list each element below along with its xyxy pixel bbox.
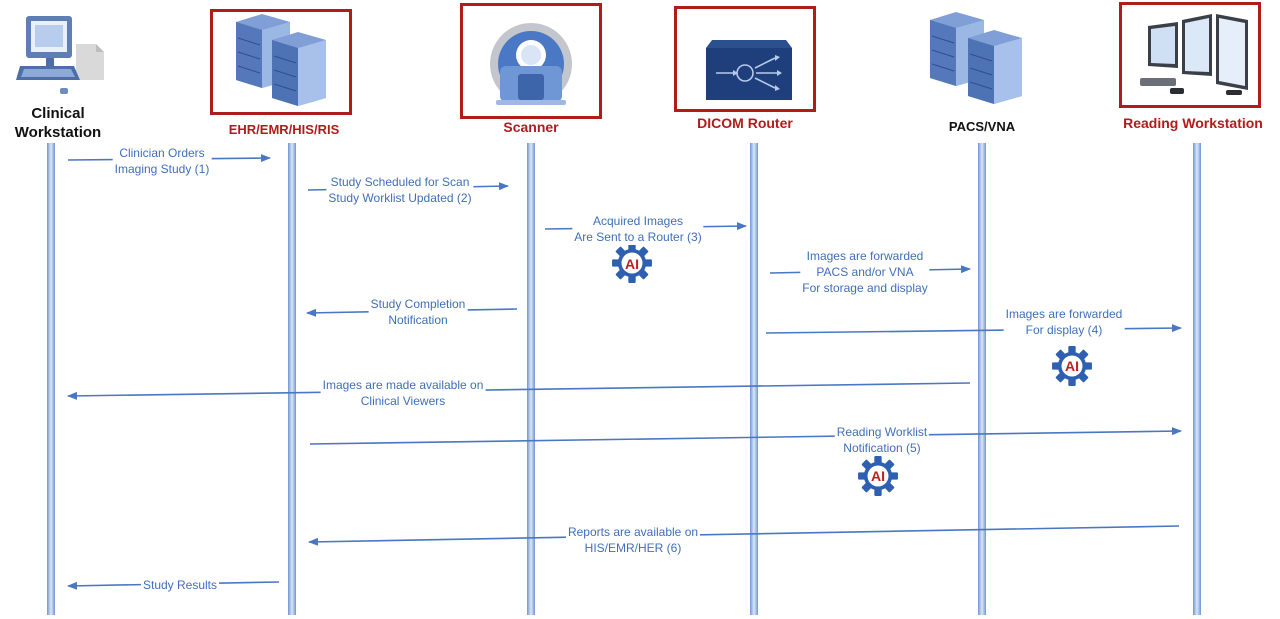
ai-badge: AI [1051, 345, 1093, 387]
lifeline-pacs [978, 143, 986, 615]
message-label-m5: Study Completion Notification [368, 296, 468, 328]
ai-badge: AI [611, 242, 653, 284]
message-label-m2: Study Scheduled for Scan Study Worklist … [326, 174, 474, 206]
ai-badge-label: AI [625, 256, 639, 272]
lifeline-router [750, 143, 758, 615]
participant-label-scanner: Scanner [503, 119, 559, 135]
message-line: Imaging Study (1) [114, 162, 210, 176]
participant-label-ehr: EHR/EMR/HIS/RIS [228, 122, 340, 137]
arrow-m7 [67, 382, 971, 400]
ai-badge-label: AI [871, 468, 885, 484]
message-label-m8: Reading Worklist Notification (5) [834, 424, 930, 456]
arrow-m9 [308, 525, 1180, 546]
message-line: Study Results [142, 578, 218, 592]
message-line: Notification [388, 313, 448, 327]
highlight-box-reading [1119, 2, 1261, 108]
scanner-icon [490, 23, 572, 105]
lifeline-ehr [288, 143, 296, 615]
message-line: Notification (5) [843, 441, 921, 455]
participant-label-line: Workstation [14, 124, 102, 141]
message-label-m6: Images are forwarded For display (4) [1003, 306, 1125, 338]
highlight-box-scanner [460, 3, 602, 119]
message-label-m10: Study Results [140, 577, 220, 593]
message-line: For display (4) [1025, 323, 1103, 337]
multi-monitor-icon [1140, 14, 1248, 95]
message-label-m7: Images are made available on Clinical Vi… [320, 377, 486, 409]
message-line: Reading Worklist [836, 425, 928, 439]
message-line: Reports are available on [567, 525, 699, 539]
message-line: Images are forwarded [806, 249, 924, 263]
highlight-box-ehr [210, 9, 352, 115]
lifeline-reading [1193, 143, 1201, 615]
message-line: HIS/EMR/HER (6) [584, 541, 682, 555]
message-label-m9: Reports are available on HIS/EMR/HER (6) [565, 524, 701, 556]
message-line: Study Scheduled for Scan [330, 175, 470, 189]
ai-badge-label: AI [1065, 358, 1079, 374]
message-label-m1: Clinician Orders Imaging Study (1) [112, 145, 212, 177]
computer-workstation-icon [16, 16, 104, 94]
message-line: Study Completion [370, 297, 466, 311]
message-label-m3: Acquired Images Are Sent to a Router (3) [572, 213, 704, 245]
message-line: Study Worklist Updated (2) [328, 191, 472, 205]
participant-label-clinical: Clinical Workstation [0, 104, 116, 142]
lifeline-clinical [47, 143, 55, 615]
arrow-m8 [309, 427, 1182, 445]
lifelines [47, 143, 1201, 615]
message-line: Clinical Viewers [360, 394, 446, 408]
message-line: Images are made available on [322, 378, 484, 392]
message-line: Are Sent to a Router (3) [574, 230, 702, 244]
lifeline-scanner [527, 143, 535, 615]
highlight-box-router [674, 6, 816, 112]
participant-label-router: DICOM Router [697, 115, 793, 131]
participant-label-pacs: PACS/VNA [948, 119, 1016, 134]
ai-badge: AI [857, 455, 899, 497]
server-rack-icon [236, 14, 326, 106]
message-line: Acquired Images [592, 214, 684, 228]
server-rack-icon [930, 12, 1022, 104]
message-line: Images are forwarded [1005, 307, 1123, 321]
participant-label-line: Clinical [31, 105, 85, 122]
message-line: For storage and display [802, 281, 928, 295]
message-line: PACS and/or VNA [816, 265, 914, 279]
message-label-m4: Images are forwarded PACS and/or VNA For… [800, 248, 930, 296]
participant-label-reading: Reading Workstation [1123, 115, 1263, 131]
router-icon [706, 40, 792, 100]
message-line: Clinician Orders [119, 146, 205, 160]
